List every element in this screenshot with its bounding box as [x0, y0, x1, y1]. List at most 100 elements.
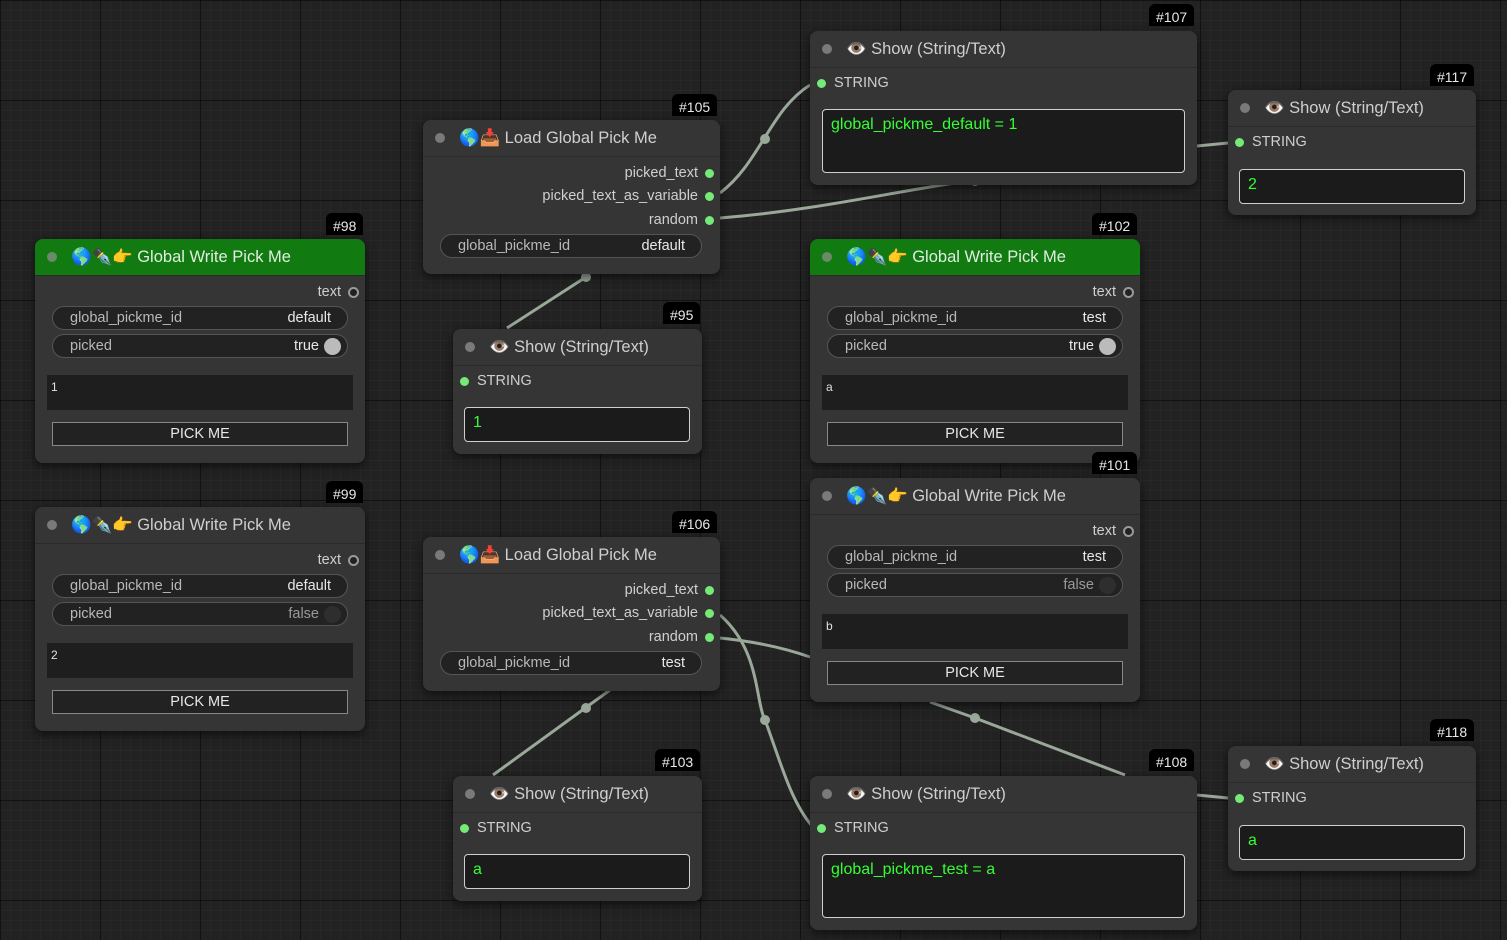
input-string[interactable]: STRING — [817, 820, 889, 836]
node-header[interactable]: 🌎📥 Load Global Pick Me — [423, 120, 720, 157]
output-random[interactable]: random — [649, 212, 714, 228]
show-text-output[interactable]: global_pickme_default = 1 — [822, 109, 1185, 173]
input-socket-icon[interactable] — [460, 376, 469, 386]
collapse-dot-icon[interactable] — [822, 491, 832, 501]
input-string[interactable]: STRING — [817, 75, 889, 91]
pick-me-button[interactable]: PICK ME — [827, 422, 1123, 446]
node-header[interactable]: 🌎✒️👉 Global Write Pick Me — [810, 478, 1140, 515]
collapse-dot-icon[interactable] — [1240, 759, 1250, 769]
collapse-dot-icon[interactable] — [822, 789, 832, 799]
text-input[interactable]: b — [822, 614, 1128, 649]
collapse-dot-icon[interactable] — [435, 133, 445, 143]
input-string[interactable]: STRING — [1235, 134, 1307, 150]
input-socket-icon[interactable] — [1235, 793, 1244, 803]
output-picked-text-as-variable[interactable]: picked_text_as_variable — [542, 188, 714, 204]
show-string-node[interactable]: 👁️ Show (String/Text) STRING a — [1228, 746, 1476, 871]
output-socket-icon[interactable] — [705, 191, 714, 201]
collapse-dot-icon[interactable] — [435, 550, 445, 560]
collapse-dot-icon[interactable] — [47, 252, 57, 262]
input-string[interactable]: STRING — [460, 820, 532, 836]
output-picked-text[interactable]: picked_text — [625, 582, 714, 598]
input-string[interactable]: STRING — [1235, 790, 1307, 806]
output-socket-icon[interactable] — [705, 585, 714, 595]
text-input[interactable]: 2 — [47, 643, 353, 678]
collapse-dot-icon[interactable] — [822, 44, 832, 54]
show-string-node[interactable]: 👁️ Show (String/Text) STRING a — [453, 776, 702, 901]
pick-me-button[interactable]: PICK ME — [52, 690, 348, 714]
global-write-pick-me-node[interactable]: 🌎✒️👉 Global Write Pick Me text global_pi… — [35, 507, 365, 731]
output-socket-icon[interactable] — [1123, 286, 1134, 298]
collapse-dot-icon[interactable] — [47, 520, 57, 530]
text-input[interactable]: 1 — [47, 375, 353, 410]
pick-me-button[interactable]: PICK ME — [827, 661, 1123, 685]
output-socket-icon[interactable] — [1123, 525, 1134, 537]
show-text-output[interactable]: a — [464, 854, 690, 889]
node-header[interactable]: 👁️ Show (String/Text) — [1228, 90, 1476, 127]
output-text[interactable]: text — [1093, 284, 1134, 300]
global-write-pick-me-node[interactable]: 🌎✒️👉 Global Write Pick Me text global_pi… — [810, 478, 1140, 702]
toggle-knob-icon[interactable] — [1099, 337, 1116, 355]
input-socket-icon[interactable] — [817, 823, 826, 833]
show-string-node[interactable]: 👁️ Show (String/Text) STRING 1 — [453, 329, 702, 454]
collapse-dot-icon[interactable] — [465, 342, 475, 352]
input-socket-icon[interactable] — [460, 823, 469, 833]
widget-value: default — [287, 310, 331, 326]
node-header[interactable]: 🌎📥 Load Global Pick Me — [423, 537, 720, 574]
global-write-pick-me-node[interactable]: 🌎✒️👉 Global Write Pick Me text global_pi… — [810, 239, 1140, 463]
collapse-dot-icon[interactable] — [1240, 103, 1250, 113]
output-picked-text[interactable]: picked_text — [625, 165, 714, 181]
node-header[interactable]: 👁️ Show (String/Text) — [810, 31, 1197, 68]
output-text[interactable]: text — [318, 284, 359, 300]
node-header[interactable]: 👁️ Show (String/Text) — [810, 776, 1197, 813]
load-global-pick-me-node[interactable]: 🌎📥 Load Global Pick Me picked_text picke… — [423, 120, 720, 274]
show-string-node[interactable]: 👁️ Show (String/Text) STRING 2 — [1228, 90, 1476, 215]
toggle-knob-icon[interactable] — [1099, 576, 1116, 594]
pick-me-button[interactable]: PICK ME — [52, 422, 348, 446]
output-socket-icon[interactable] — [705, 168, 714, 178]
input-string[interactable]: STRING — [460, 373, 532, 389]
input-socket-icon[interactable] — [817, 78, 826, 88]
show-text-output[interactable]: 2 — [1239, 169, 1465, 204]
node-header[interactable]: 🌎✒️👉 Global Write Pick Me — [35, 239, 365, 276]
show-string-node[interactable]: 👁️ Show (String/Text) STRING global_pick… — [810, 776, 1197, 930]
toggle-knob-icon[interactable] — [324, 337, 341, 355]
node-header[interactable]: 👁️ Show (String/Text) — [453, 776, 702, 813]
output-socket-icon[interactable] — [705, 632, 714, 642]
show-text-output[interactable]: a — [1239, 825, 1465, 860]
output-text[interactable]: text — [1093, 523, 1134, 539]
node-title: 🌎✒️👉 Global Write Pick Me — [71, 515, 291, 534]
text-input[interactable]: a — [822, 375, 1128, 410]
output-text[interactable]: text — [318, 552, 359, 568]
output-label: picked_text_as_variable — [542, 605, 698, 621]
node-header[interactable]: 🌎✒️👉 Global Write Pick Me — [35, 507, 365, 544]
output-socket-icon[interactable] — [348, 554, 359, 566]
load-global-pick-me-node[interactable]: 🌎📥 Load Global Pick Me picked_text picke… — [423, 537, 720, 691]
node-header[interactable]: 🌎✒️👉 Global Write Pick Me — [810, 239, 1140, 276]
input-socket-icon[interactable] — [1235, 137, 1244, 147]
collapse-dot-icon[interactable] — [465, 789, 475, 799]
show-string-node[interactable]: 👁️ Show (String/Text) STRING global_pick… — [810, 31, 1197, 185]
output-socket-icon[interactable] — [348, 286, 359, 298]
output-random[interactable]: random — [649, 629, 714, 645]
global-write-pick-me-node[interactable]: 🌎✒️👉 Global Write Pick Me text global_pi… — [35, 239, 365, 463]
show-text-output[interactable]: 1 — [464, 407, 690, 442]
output-socket-icon[interactable] — [705, 608, 714, 618]
node-header[interactable]: 👁️ Show (String/Text) — [453, 329, 702, 366]
collapse-dot-icon[interactable] — [822, 252, 832, 262]
show-text-output[interactable]: global_pickme_test = a — [822, 854, 1185, 918]
output-picked-text-as-variable[interactable]: picked_text_as_variable — [542, 605, 714, 621]
node-header[interactable]: 👁️ Show (String/Text) — [1228, 746, 1476, 783]
widget-label: global_pickme_id — [458, 238, 571, 254]
toggle-knob-icon[interactable] — [324, 605, 341, 623]
output-socket-icon[interactable] — [705, 215, 714, 225]
